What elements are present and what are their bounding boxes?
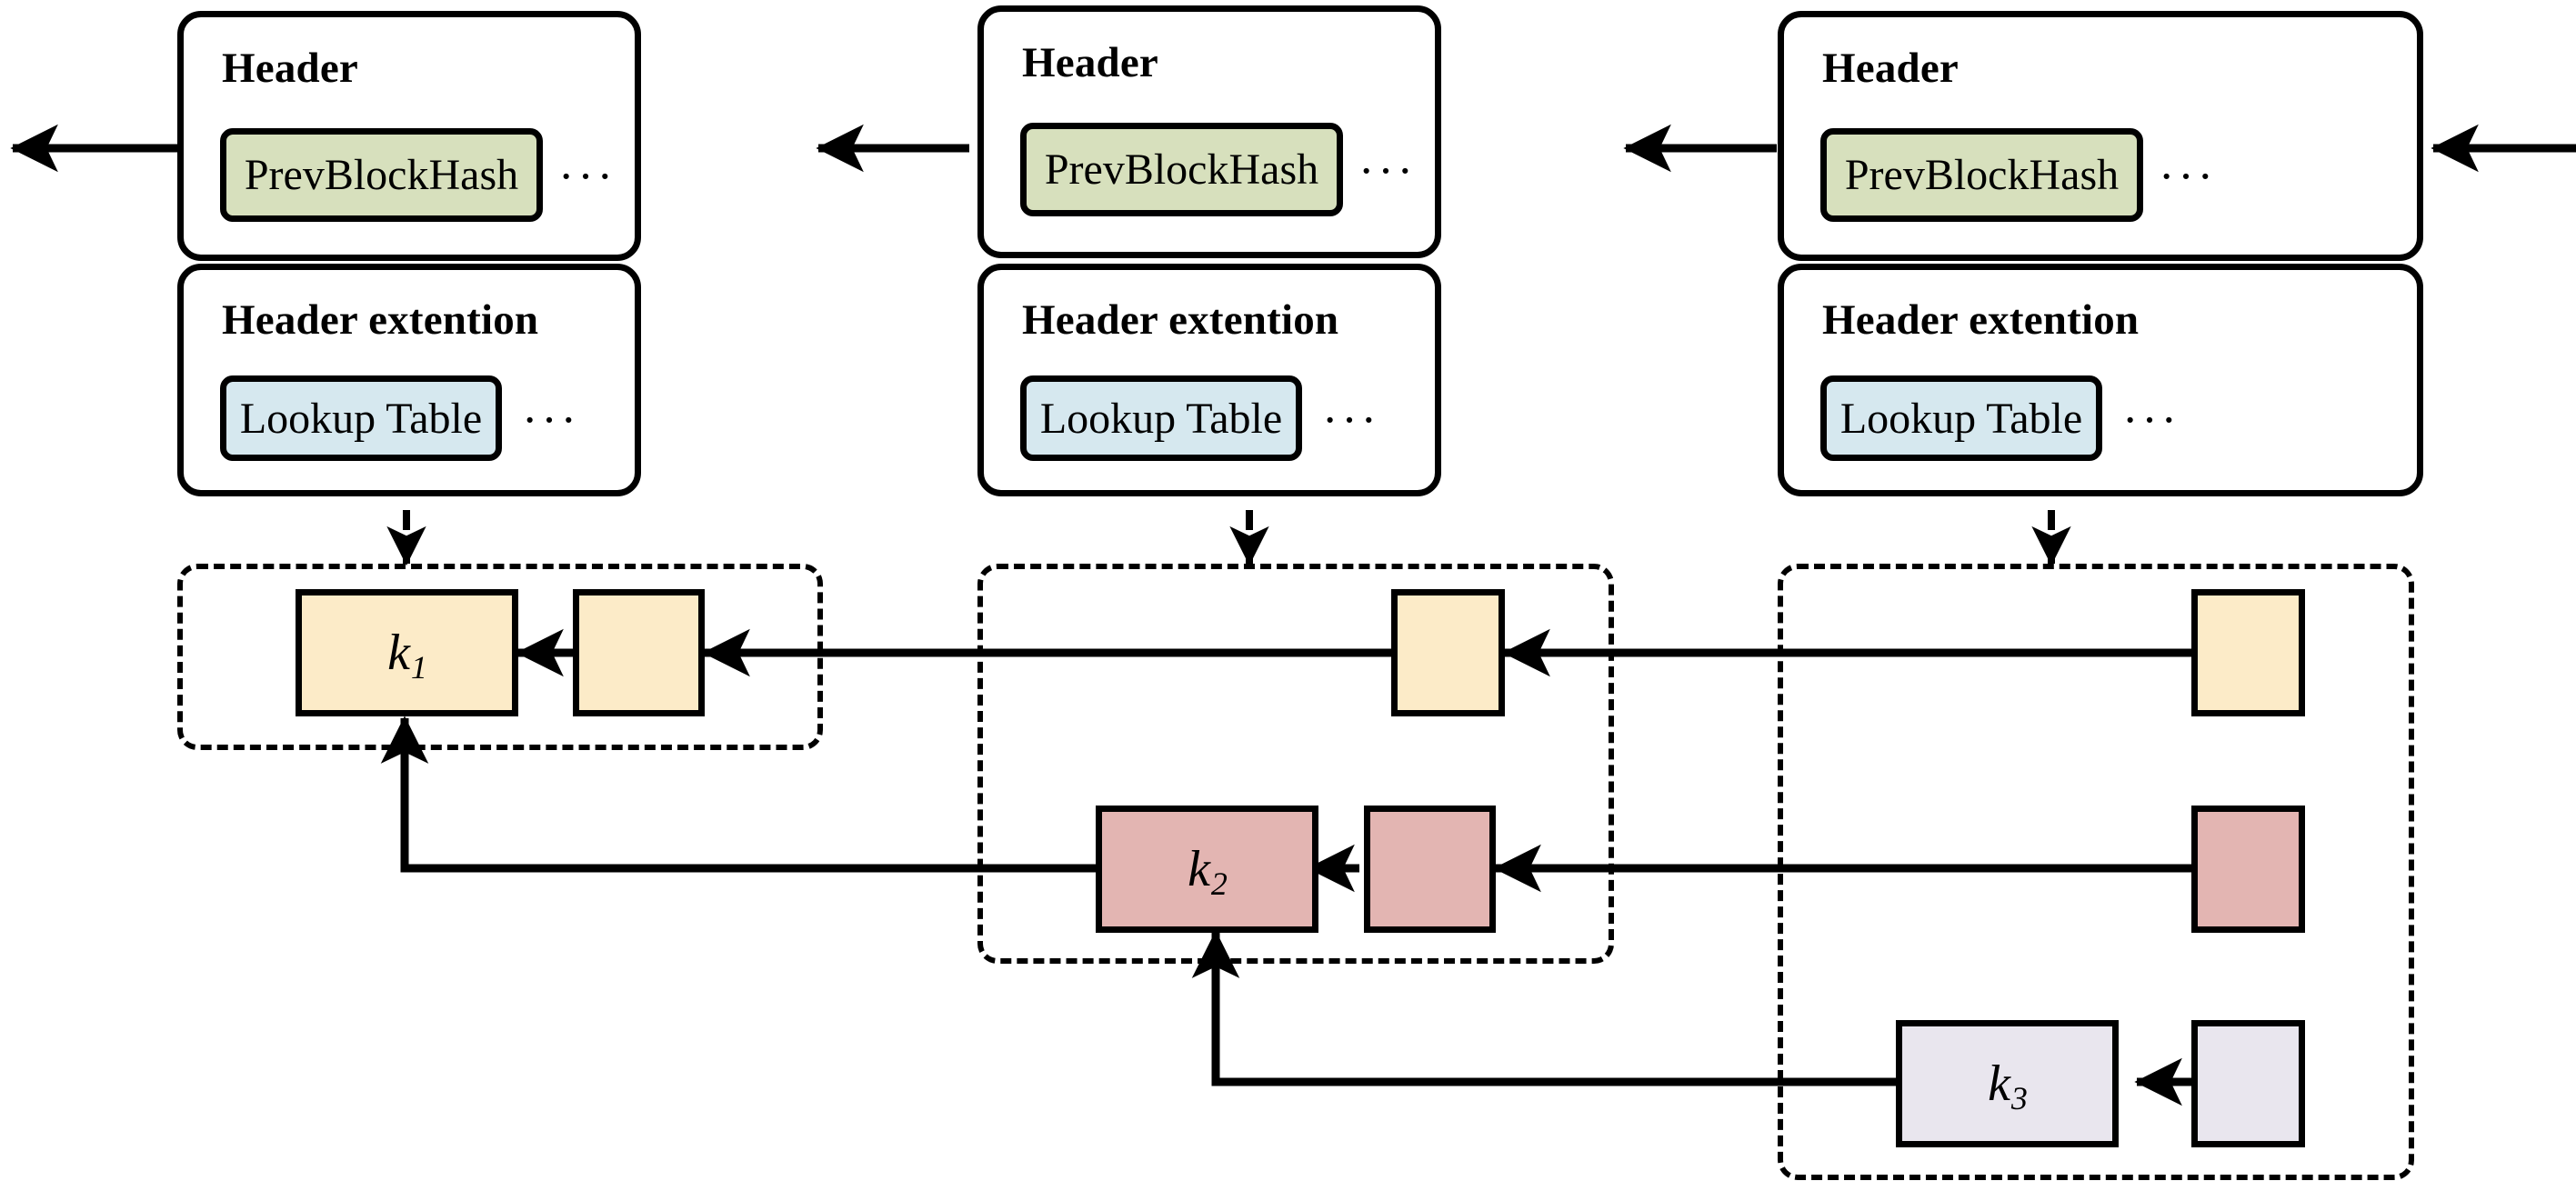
- chunk-k1-label: k1: [387, 625, 427, 686]
- block-1-extension-ellipsis: ···: [522, 395, 580, 446]
- lookup-region-1: [177, 564, 823, 750]
- block-3-prevblockhash-field[interactable]: PrevBlockHash: [1820, 128, 2143, 222]
- block-1-header-title: Header: [222, 45, 358, 92]
- chunk-r2-c[interactable]: [2191, 806, 2305, 933]
- chunk-k1-main[interactable]: k1: [296, 589, 518, 716]
- block-3-extension-ellipsis: ···: [2122, 395, 2180, 446]
- block-2-prevblockhash-field[interactable]: PrevBlockHash: [1020, 123, 1343, 216]
- chunk-r1-c[interactable]: [1391, 589, 1505, 716]
- block-1-header-ellipsis: ···: [558, 151, 616, 203]
- chunk-r1-d[interactable]: [2191, 589, 2305, 716]
- chunk-k3-main[interactable]: k3: [1896, 1020, 2119, 1147]
- block-1-prevblockhash-label: PrevBlockHash: [244, 151, 519, 199]
- block-2-lookuptable-label: Lookup Table: [1039, 394, 1283, 443]
- elbow-k2-to-k1: [380, 716, 1100, 873]
- block-2-extension-title: Header extention: [1022, 296, 1339, 344]
- chunk-k3-label: k3: [1988, 1056, 2028, 1116]
- chunk-k2-label: k2: [1188, 841, 1228, 902]
- block-2-extension-ellipsis: ···: [1322, 395, 1380, 446]
- block-2-extension-card[interactable]: Header extention Lookup Table ···: [977, 264, 1441, 496]
- block-3-lookuptable-label: Lookup Table: [1839, 394, 2083, 443]
- block-1-header-card[interactable]: Header PrevBlockHash ···: [177, 11, 641, 261]
- chunk-r3-b[interactable]: [2191, 1020, 2305, 1147]
- lookup-region-2: [977, 564, 1614, 964]
- block-3-prevblockhash-label: PrevBlockHash: [1844, 151, 2120, 199]
- block-1-prevblockhash-field[interactable]: PrevBlockHash: [220, 128, 543, 222]
- block-1-extension-title: Header extention: [222, 296, 539, 344]
- lookup-region-3: [1778, 564, 2414, 1180]
- chunk-r2-b[interactable]: [1364, 806, 1496, 933]
- block-3-header-title: Header: [1822, 45, 1959, 92]
- block-2-header-ellipsis: ···: [1358, 145, 1417, 197]
- block-1-lookuptable-field[interactable]: Lookup Table: [220, 375, 502, 461]
- block-2-header-title: Header: [1022, 39, 1158, 86]
- block-1-lookuptable-label: Lookup Table: [239, 394, 483, 443]
- elbow-k3-to-k2: [1191, 930, 1900, 1086]
- block-3-extension-title: Header extention: [1822, 296, 2140, 344]
- chunk-k2-main[interactable]: k2: [1096, 806, 1318, 933]
- block-2-lookuptable-field[interactable]: Lookup Table: [1020, 375, 1302, 461]
- block-3-extension-card[interactable]: Header extention Lookup Table ···: [1778, 264, 2423, 496]
- block-2-header-card[interactable]: Header PrevBlockHash ···: [977, 5, 1441, 258]
- block-2-prevblockhash-label: PrevBlockHash: [1044, 145, 1319, 194]
- chunk-r1-b[interactable]: [573, 589, 705, 716]
- block-3-lookuptable-field[interactable]: Lookup Table: [1820, 375, 2102, 461]
- block-3-header-card[interactable]: Header PrevBlockHash ···: [1778, 11, 2423, 261]
- block-3-header-ellipsis: ···: [2159, 151, 2217, 203]
- block-1-extension-card[interactable]: Header extention Lookup Table ···: [177, 264, 641, 496]
